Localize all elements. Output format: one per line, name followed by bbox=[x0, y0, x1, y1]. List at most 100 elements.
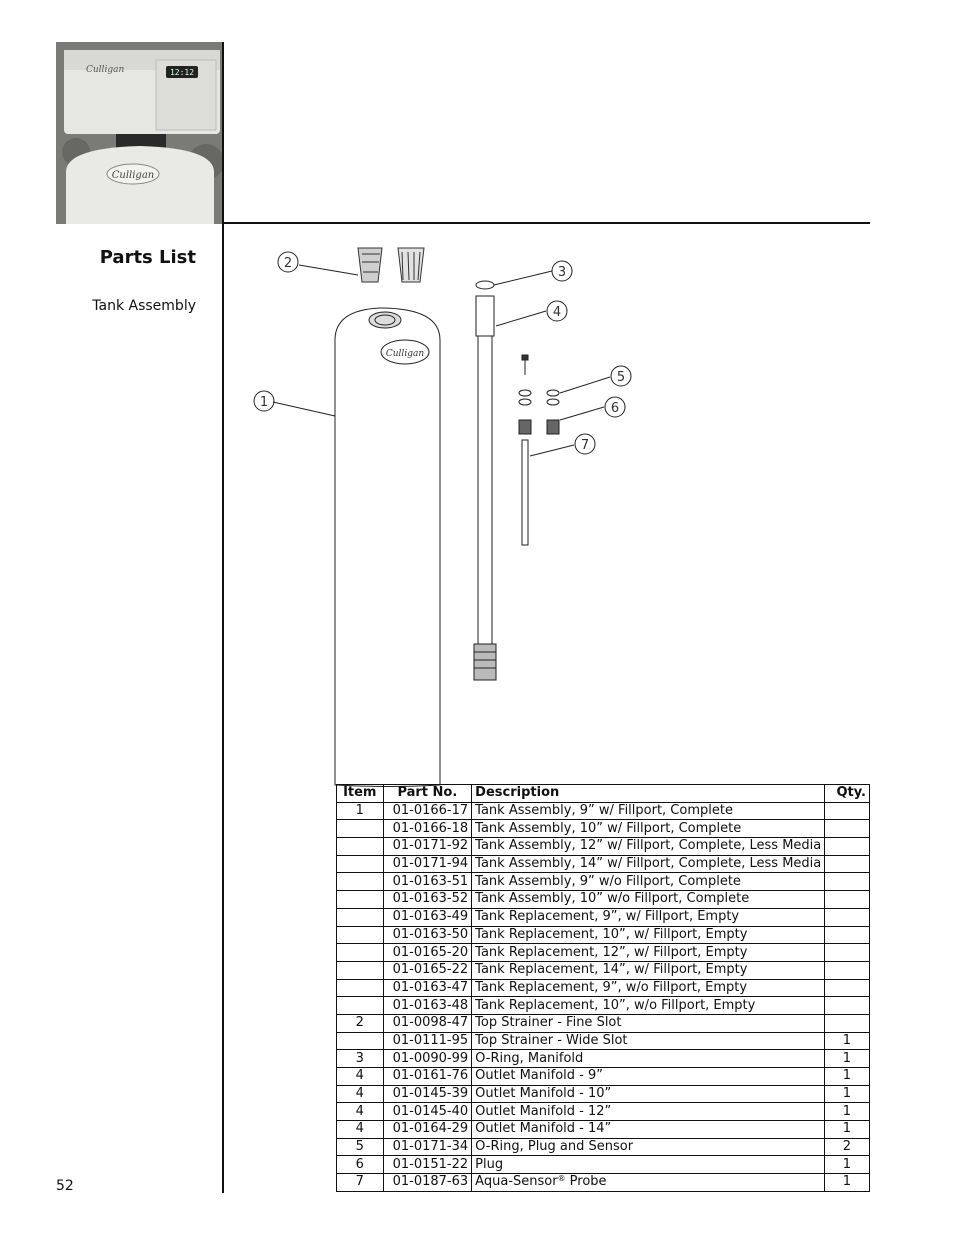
cell-item: 1 bbox=[336, 801, 384, 821]
callout-3: 3 bbox=[558, 265, 566, 280]
cell-item bbox=[336, 925, 384, 945]
header-qty: Qty. bbox=[824, 784, 870, 803]
cell-description: O-Ring, Manifold bbox=[471, 1049, 826, 1068]
cell-item bbox=[336, 996, 384, 1015]
cell-description: Outlet Manifold - 9” bbox=[471, 1067, 826, 1086]
cell-qty: 1 bbox=[824, 1031, 870, 1051]
svg-text:Culligan: Culligan bbox=[386, 349, 424, 359]
softener-photo-illustration: 12:12 Culligan Culligan bbox=[56, 42, 223, 224]
cell-description: Plug bbox=[471, 1155, 826, 1175]
callout-2: 2 bbox=[284, 256, 292, 271]
cell-description: Tank Assembly, 9” w/o Fillport, Complete bbox=[471, 872, 826, 892]
callout-7: 7 bbox=[581, 438, 589, 453]
page-number: 52 bbox=[56, 1178, 74, 1194]
tank-outline bbox=[334, 307, 441, 787]
cell-item: 4 bbox=[336, 1102, 384, 1122]
cell-part-no: 01-0145-39 bbox=[382, 1084, 473, 1104]
cell-description: Top Strainer - Wide Slot bbox=[471, 1031, 826, 1051]
cell-part-no: 01-0165-22 bbox=[382, 960, 473, 980]
cell-part-no: 01-0163-51 bbox=[382, 872, 473, 892]
cell-item bbox=[336, 837, 384, 856]
cell-part-no: 01-0111-95 bbox=[382, 1031, 473, 1051]
cell-qty bbox=[824, 872, 870, 892]
cell-description: Tank Replacement, 10”, w/o Fillport, Emp… bbox=[471, 996, 826, 1015]
vertical-rule bbox=[222, 42, 224, 1193]
cell-qty bbox=[824, 890, 870, 909]
outlet-manifold bbox=[473, 295, 497, 681]
cell-item bbox=[336, 978, 384, 998]
svg-text:12:12: 12:12 bbox=[170, 68, 194, 77]
cell-part-no: 01-0163-50 bbox=[382, 925, 473, 945]
callout-1: 1 bbox=[260, 395, 268, 410]
cell-part-no: 01-0166-17 bbox=[382, 801, 473, 821]
cell-part-no: 01-0171-94 bbox=[382, 854, 473, 874]
cell-description: Outlet Manifold - 14” bbox=[471, 1120, 826, 1139]
cell-qty bbox=[824, 996, 870, 1015]
cell-item: 7 bbox=[336, 1173, 384, 1192]
cell-qty bbox=[824, 837, 870, 856]
cell-description: Tank Replacement, 9”, w/o Fillport, Empt… bbox=[471, 978, 826, 998]
cell-item bbox=[336, 960, 384, 980]
cell-item bbox=[336, 1031, 384, 1051]
cell-item: 5 bbox=[336, 1137, 384, 1157]
cell-qty: 1 bbox=[824, 1102, 870, 1122]
cell-description: Outlet Manifold - 12” bbox=[471, 1102, 826, 1122]
leader-lines bbox=[272, 264, 611, 457]
header-part-no: Part No. bbox=[382, 784, 473, 803]
cell-part-no: 01-0165-20 bbox=[382, 943, 473, 962]
cell-item bbox=[336, 907, 384, 927]
cell-qty bbox=[824, 978, 870, 998]
cell-description: O-Ring, Plug and Sensor bbox=[471, 1137, 826, 1157]
cell-part-no: 01-0171-34 bbox=[382, 1137, 473, 1157]
svg-text:Culligan: Culligan bbox=[112, 170, 155, 181]
product-photo: 12:12 Culligan Culligan bbox=[56, 42, 223, 224]
cell-item: 2 bbox=[336, 1013, 384, 1033]
header-rule bbox=[222, 222, 870, 224]
cell-qty: 2 bbox=[824, 1137, 870, 1157]
cell-part-no: 01-0187-63 bbox=[382, 1173, 473, 1192]
table-header-row: Item Part No. Description Qty. bbox=[336, 784, 870, 803]
header-item: Item bbox=[336, 784, 384, 803]
cell-item bbox=[336, 943, 384, 962]
o-ring-manifold bbox=[475, 280, 495, 290]
cell-description: Outlet Manifold - 10” bbox=[471, 1084, 826, 1104]
cell-part-no: 01-0163-48 bbox=[382, 996, 473, 1015]
cell-description: Tank Assembly, 14” w/ Fillport, Complete… bbox=[471, 854, 826, 874]
callout-6: 6 bbox=[611, 401, 619, 416]
section-title: Parts List bbox=[99, 247, 196, 268]
cell-qty bbox=[824, 943, 870, 962]
registered-mark: ® bbox=[557, 1174, 566, 1184]
cell-item bbox=[336, 872, 384, 892]
strainer-wide bbox=[397, 247, 425, 283]
cell-qty bbox=[824, 907, 870, 927]
cell-description: Aqua-Sensor® Probe bbox=[471, 1173, 826, 1192]
cell-part-no: 01-0163-49 bbox=[382, 907, 473, 927]
cell-qty: 1 bbox=[824, 1067, 870, 1086]
description-text: Aqua-Sensor bbox=[475, 1174, 558, 1190]
cell-qty bbox=[824, 819, 870, 839]
cell-part-no: 01-0163-52 bbox=[382, 890, 473, 909]
cell-item: 3 bbox=[336, 1049, 384, 1068]
cell-part-no: 01-0166-18 bbox=[382, 819, 473, 839]
cell-qty: 1 bbox=[824, 1084, 870, 1104]
strainer-fine bbox=[357, 247, 383, 283]
cell-qty: 1 bbox=[824, 1120, 870, 1139]
svg-text:Culligan: Culligan bbox=[86, 65, 124, 75]
cell-description: Tank Replacement, 12”, w/ Fillport, Empt… bbox=[471, 943, 826, 962]
subtitle: Tank Assembly bbox=[92, 298, 196, 314]
